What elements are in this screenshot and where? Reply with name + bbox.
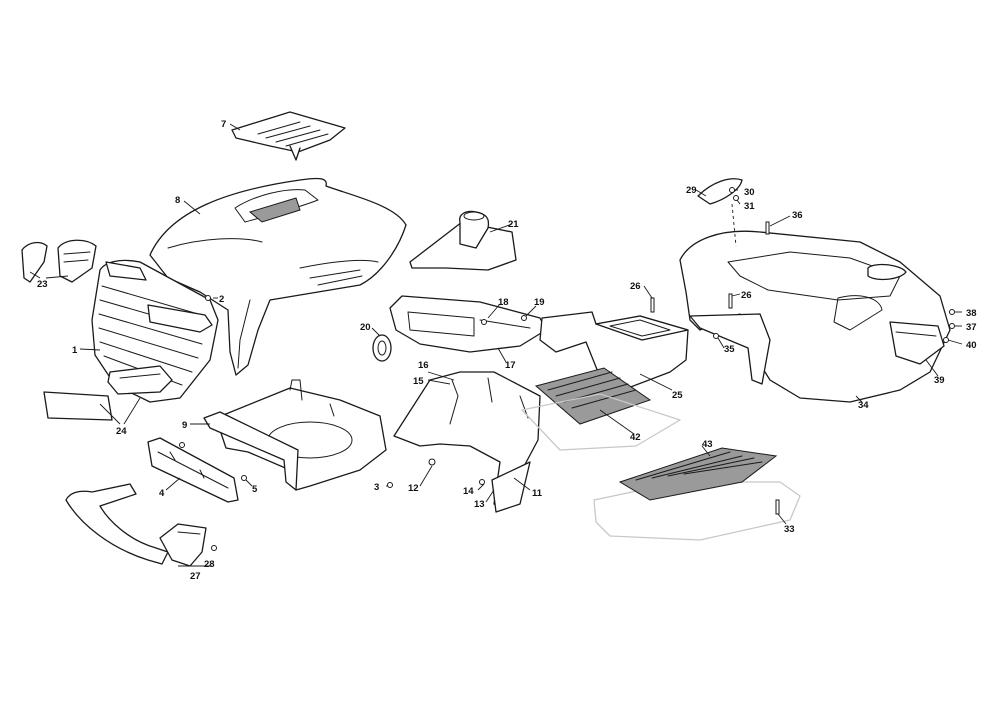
callout-35: 35 — [724, 344, 735, 355]
callout-15: 15 — [413, 376, 424, 387]
callout-27: 27 — [190, 571, 201, 582]
part-8-hood — [149, 177, 407, 376]
callout-39: 39 — [934, 375, 945, 386]
callout-2: 2 — [219, 294, 224, 305]
callout-16: 16 — [418, 360, 429, 371]
callout-19: 19 — [534, 297, 545, 308]
callout-23: 23 — [37, 279, 48, 290]
callout-1: 1 — [72, 345, 78, 356]
part-43-footrest — [593, 447, 801, 541]
part-21-dash-cover — [409, 210, 517, 271]
part-4-bracket — [147, 437, 239, 503]
callout-20: 20 — [360, 322, 371, 333]
callout-40: 40 — [966, 340, 977, 351]
part-39-rear-bracket — [889, 321, 945, 365]
callout-29: 29 — [686, 185, 697, 196]
part-11-fender-plate — [393, 371, 541, 513]
callout-26-left: 26 — [630, 281, 641, 292]
callout-12: 12 — [408, 483, 419, 494]
leader-lines — [29, 123, 963, 567]
callout-36: 36 — [792, 210, 803, 221]
callout-34: 34 — [858, 400, 869, 411]
callout-7: 7 — [221, 119, 226, 130]
callout-33: 33 — [784, 524, 795, 535]
callout-3: 3 — [374, 482, 379, 493]
callout-21: 21 — [508, 219, 519, 230]
callout-42: 42 — [630, 432, 641, 443]
part-20-knob — [372, 334, 392, 362]
part-9-floor-frame — [203, 379, 387, 491]
callout-8: 8 — [175, 195, 180, 206]
part-17-console — [389, 295, 547, 353]
part-24-lower-front — [43, 365, 173, 421]
callout-38: 38 — [966, 308, 977, 319]
part-23-side-panels — [21, 239, 97, 283]
part-25-battery-box — [539, 311, 689, 389]
callout-14: 14 — [463, 486, 474, 497]
callout-4: 4 — [159, 488, 165, 499]
callout-9: 9 — [182, 420, 187, 431]
callout-31: 31 — [744, 201, 755, 212]
part-27-front-bumper — [65, 483, 207, 567]
callout-18: 18 — [498, 297, 509, 308]
part-34-rear-fender — [679, 230, 951, 403]
callout-labels: 7 8 2 1 23 24 9 4 5 28 27 3 21 18 19 20 … — [37, 119, 977, 582]
callout-30: 30 — [744, 187, 755, 198]
callout-13: 13 — [474, 499, 485, 510]
callout-26-right: 26 — [741, 290, 752, 301]
fasteners — [179, 187, 955, 551]
callout-11: 11 — [532, 488, 543, 499]
callout-43: 43 — [702, 439, 713, 450]
part-29-cap — [697, 178, 743, 205]
part-7-top-grille — [231, 111, 346, 161]
callout-25: 25 — [672, 390, 683, 401]
callout-5: 5 — [252, 484, 258, 495]
callout-17: 17 — [505, 360, 516, 371]
callout-28: 28 — [204, 559, 215, 570]
part-42-footrest — [521, 367, 681, 451]
callout-37: 37 — [966, 322, 977, 333]
callout-24: 24 — [116, 426, 127, 437]
